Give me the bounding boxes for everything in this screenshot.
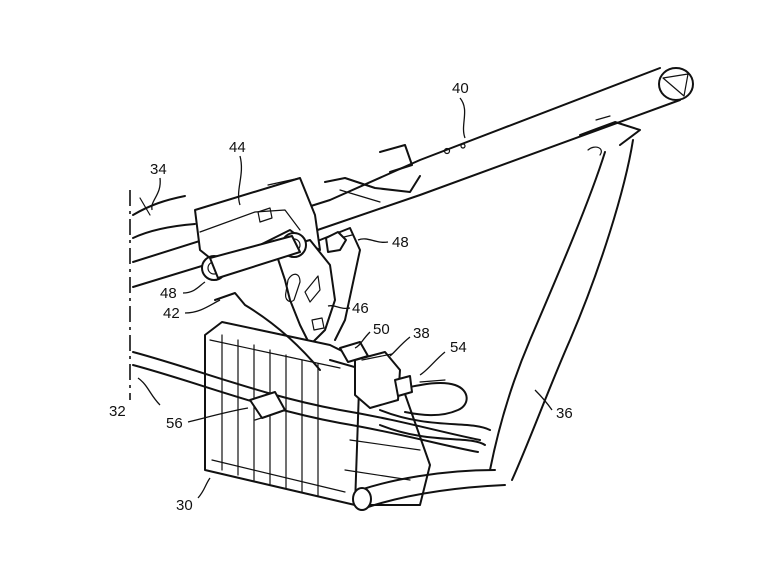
lower-tube: [352, 469, 506, 511]
strap-42: [214, 292, 321, 371]
label-50: 50: [373, 321, 390, 338]
label-38: 38: [413, 325, 430, 342]
valve-38: [354, 351, 413, 409]
clip-50: [339, 341, 369, 363]
label-46: 46: [352, 300, 369, 317]
leader-lines: [137, 97, 553, 499]
label-44: 44: [229, 139, 246, 156]
frame-tube-34: [132, 195, 196, 239]
nut-48: [325, 231, 347, 253]
hanger-bracket-46: [274, 227, 361, 346]
label-34: 34: [150, 161, 167, 178]
purge-line-54: [379, 379, 491, 446]
clamp-56: [249, 391, 286, 421]
label-40: 40: [452, 80, 469, 97]
label-48-right: 48: [392, 234, 409, 251]
hose-32: [132, 351, 481, 453]
label-56: 56: [166, 415, 183, 432]
label-48-left: 48: [160, 285, 177, 302]
label-36: 36: [556, 405, 573, 422]
label-32: 32: [109, 403, 126, 420]
label-42: 42: [163, 305, 180, 322]
label-54: 54: [450, 339, 467, 356]
canister-30: [204, 321, 431, 506]
label-30: 30: [176, 497, 193, 514]
link-bar: [209, 235, 301, 279]
frame-tube-36: [489, 115, 641, 481]
